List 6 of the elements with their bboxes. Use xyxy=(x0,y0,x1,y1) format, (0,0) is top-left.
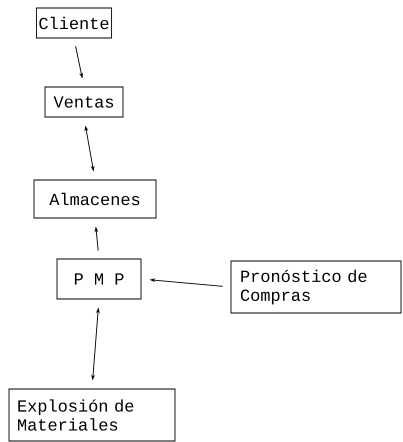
process-box: P M P xyxy=(56,258,142,300)
process-box: Explosión de Materiales xyxy=(8,388,176,442)
process-box: Cliente xyxy=(36,8,112,38)
process-box: Pronóstico de Compras xyxy=(230,260,402,314)
process-box: Almacenes xyxy=(34,180,156,218)
process-box: Ventas xyxy=(44,86,124,118)
